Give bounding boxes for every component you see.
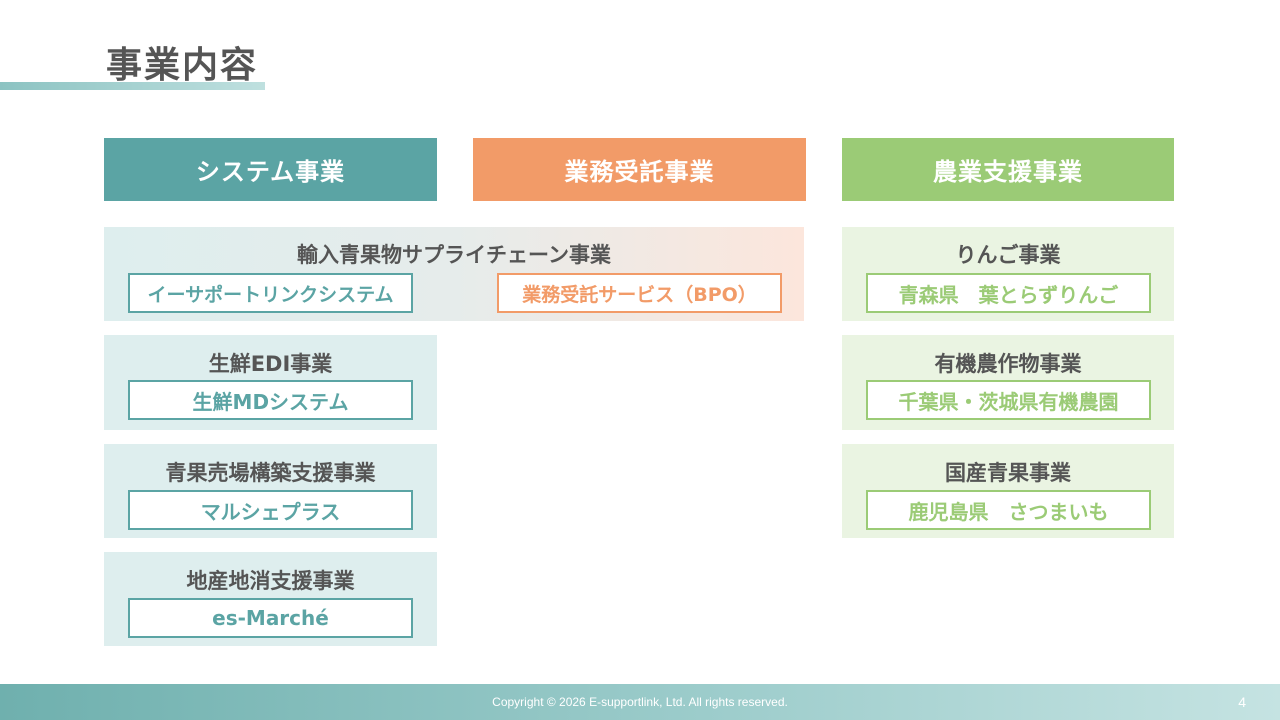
tag-es-marche: es-Marché [128,598,413,638]
card-title: りんご事業 [955,243,1061,267]
header-system-business: システム事業 [104,138,437,201]
tag-e-supportlink-system: イーサポートリンクシステム [128,273,413,313]
header-bpo-business: 業務受託事業 [473,138,806,201]
page-number: 4 [1238,694,1246,710]
tag-organic-farm: 千葉県・茨城県有機農園 [866,380,1151,420]
card-produce-store: 青果売場構築支援事業 マルシェプラス [104,444,437,538]
page-title: 事業内容 [106,45,259,86]
card-title: 地産地消支援事業 [186,569,355,593]
card-title: 青果売場構築支援事業 [165,461,376,485]
card-title: 輸入青果物サプライチェーン事業 [297,243,611,267]
title-underline [0,82,265,90]
tag-kagoshima-sweet-potato: 鹿児島県 さつまいも [866,490,1151,530]
card-import-supply-chain: 輸入青果物サプライチェーン事業 イーサポートリンクシステム 業務受託サービス（B… [104,227,804,321]
card-organic-produce: 有機農作物事業 千葉県・茨城県有機農園 [842,335,1174,430]
footer-bar: Copyright © 2026 E-supportlink, Ltd. All… [0,684,1280,720]
card-domestic-produce: 国産青果事業 鹿児島県 さつまいも [842,444,1174,538]
copyright-text: Copyright © 2026 E-supportlink, Ltd. All… [492,695,788,709]
tag-marche-plus: マルシェプラス [128,490,413,530]
tag-aomori-apple: 青森県 葉とらずりんご [866,273,1151,313]
card-title: 国産青果事業 [945,461,1071,485]
card-fresh-edi: 生鮮EDI事業 生鮮MDシステム [104,335,437,430]
tag-fresh-md-system: 生鮮MDシステム [128,380,413,420]
card-local-consumption: 地産地消支援事業 es-Marché [104,552,437,646]
card-apple-business: りんご事業 青森県 葉とらずりんご [842,227,1174,321]
card-title: 有機農作物事業 [934,352,1082,376]
header-agriculture-business: 農業支援事業 [842,138,1174,201]
card-title: 生鮮EDI事業 [208,352,333,376]
tag-bpo-service: 業務受託サービス（BPO） [497,273,782,313]
